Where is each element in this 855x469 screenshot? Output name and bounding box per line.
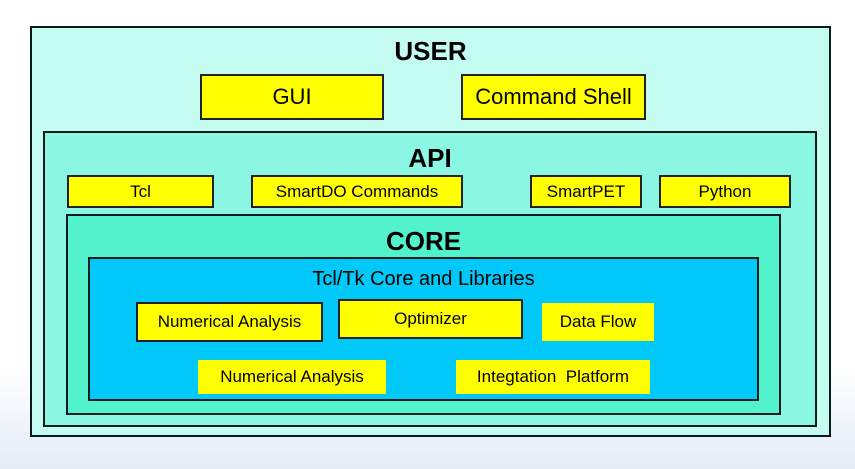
gui-box: GUI bbox=[200, 74, 384, 120]
user-layer-title: USER bbox=[394, 36, 467, 66]
integration-platform-box: Integtation Platform bbox=[456, 360, 650, 394]
numerical-analysis-box-2: Numerical Analysis bbox=[198, 360, 386, 394]
api-smartdo-commands-box: SmartDO Commands bbox=[251, 175, 463, 208]
data-flow-box: Data Flow bbox=[542, 303, 654, 341]
api-smartpet-box: SmartPET bbox=[530, 175, 642, 208]
numerical-analysis-box: Numerical Analysis bbox=[136, 302, 323, 342]
api-layer-title: API bbox=[408, 143, 452, 173]
core-layer-title: CORE bbox=[385, 226, 462, 256]
libraries-layer-title: Tcl/Tk Core and Libraries bbox=[312, 268, 535, 290]
api-python-box: Python bbox=[659, 175, 791, 208]
api-tcl-box: Tcl bbox=[67, 175, 214, 208]
optimizer-box: Optimizer bbox=[338, 299, 523, 339]
command-shell-box: Command Shell bbox=[461, 74, 646, 120]
